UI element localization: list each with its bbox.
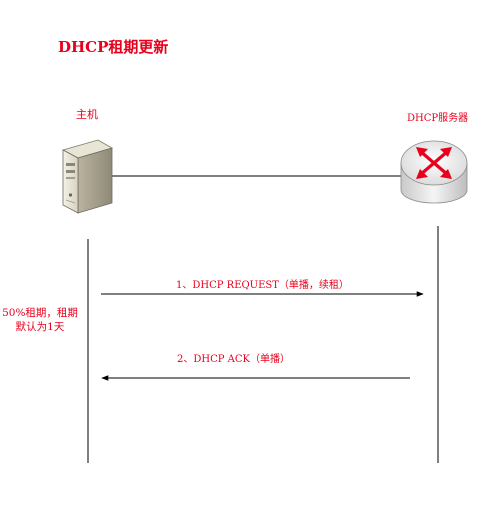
lease-note: 50%租期，租期 默认为1天 (0, 306, 80, 334)
lease-note-line2: 默认为1天 (15, 321, 65, 333)
dhcp-server-label: DHCP服务器 (407, 113, 469, 124)
router-icon (400, 140, 468, 204)
ack-message-label: 2、DHCP ACK（单播） (177, 354, 291, 365)
server-tower-icon (61, 139, 114, 214)
host-label: 主机 (76, 108, 98, 121)
page-title: DHCP租期更新 (58, 38, 169, 56)
request-message-label: 1、DHCP REQUEST（单播，续租） (176, 280, 349, 291)
lease-note-line1: 50%租期，租期 (2, 307, 78, 319)
